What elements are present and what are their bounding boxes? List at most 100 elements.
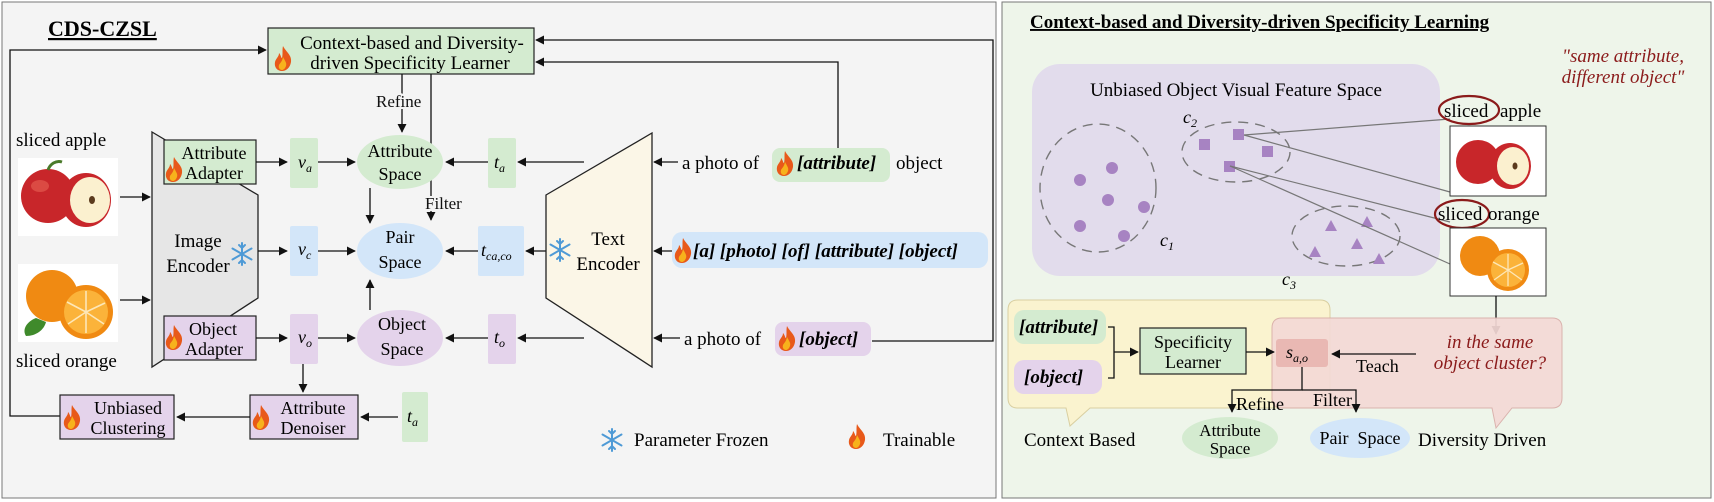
attr-prompt-suffix: object — [896, 153, 943, 174]
apple-image — [18, 158, 118, 236]
feature-to-box — [488, 314, 516, 364]
right-attribute-space — [1182, 417, 1278, 459]
object-space — [357, 310, 443, 366]
feature-va-box — [290, 138, 318, 188]
feature-vc-box — [290, 226, 318, 276]
full-prompt-box — [672, 232, 988, 268]
cluster-c1-points — [1074, 162, 1150, 242]
feature-ta: ta — [494, 152, 505, 175]
teach-label: Teach — [1356, 356, 1399, 376]
cluster-c3-points — [1309, 216, 1385, 264]
diversity-bubble — [1271, 317, 1563, 430]
label-c1: c1 — [1160, 230, 1174, 253]
image-encoder-label-2: Encoder — [166, 256, 230, 277]
orange-rest-word: orange — [1488, 204, 1540, 225]
score-box — [1276, 339, 1328, 367]
feature-ta-box — [488, 138, 516, 188]
feature-vo: vo — [298, 327, 312, 350]
clustering-to-learner-arrow — [9, 45, 267, 417]
filter-label: Filter — [425, 194, 462, 213]
quote-line-1: "same attribute, — [1562, 46, 1684, 67]
feature-space-title: Unbiased Object Visual Feature Space — [1090, 80, 1382, 101]
legend-frozen: Parameter Frozen — [634, 430, 769, 451]
attr-prompt-to-learner-arrow — [535, 57, 839, 150]
specificity-learner-box — [267, 27, 535, 75]
tag-object-box — [1014, 360, 1102, 394]
object-space-label-1: Object — [378, 314, 426, 334]
tag-bracket — [1108, 326, 1138, 379]
apple-circled-word: sliced — [1444, 101, 1489, 122]
object-adapter-label-1: Object — [189, 319, 237, 339]
context-based-label: Context Based — [1024, 430, 1136, 451]
attribute-denoiser-label-2: Denoiser — [281, 418, 346, 438]
attribute-adapter-label-2: Adapter — [185, 163, 243, 183]
refine-label: Refine — [376, 92, 421, 111]
attribute-space — [357, 135, 443, 189]
pair-space — [357, 223, 443, 279]
score: sa,o — [1286, 342, 1308, 365]
attribute-adapter-label-1: Attribute — [182, 143, 247, 163]
obj-prompt-token-box — [775, 322, 871, 356]
orange-circled-word: sliced — [1438, 204, 1483, 225]
right-attr-space-label-1: Attribute — [1199, 421, 1260, 440]
tag-attribute-box — [1014, 310, 1106, 344]
spec-learner-label-2: Learner — [1165, 352, 1221, 372]
text-encoder-label-2: Encoder — [576, 254, 640, 275]
specificity-learner-box-right — [1139, 327, 1247, 375]
quote-line-2: different object" — [1562, 67, 1686, 88]
question-line-1: in the same — [1447, 332, 1534, 353]
object-space-label-2: Space — [381, 339, 424, 359]
apple-circled-mark — [1437, 94, 1501, 126]
image-connectors — [1229, 118, 1451, 265]
label-c3: c3 — [1282, 269, 1296, 292]
attr-prompt-token-box — [772, 148, 890, 182]
feature-vc: vc — [298, 239, 312, 262]
full-prompt-text: [a] [photo] [of] [attribute] [object] — [693, 241, 958, 262]
learner-label-1: Context-based and Diversity- — [300, 33, 524, 54]
tag-attribute: [attribute] — [1019, 317, 1098, 338]
orange-image-small — [1460, 236, 1529, 291]
orange-label: sliced orange — [16, 351, 117, 372]
left-title: CDS-CZSL — [48, 16, 157, 41]
right-refine-label: Refine — [1236, 394, 1284, 414]
object-prompt-to-learner-arrow — [535, 35, 994, 342]
legend-trainable: Trainable — [883, 430, 955, 451]
obj-prompt-token: [object] — [799, 329, 858, 350]
cluster-c2 — [1181, 121, 1291, 183]
apple-rest-word: apple — [1500, 101, 1541, 122]
attr-prompt-prefix: a photo of — [682, 153, 760, 174]
right-pair-space — [1310, 418, 1410, 458]
spec-learner-label-1: Specificity — [1154, 332, 1232, 352]
attribute-space-label-2: Space — [379, 164, 422, 184]
attr-prompt-token: [attribute] — [797, 153, 876, 174]
question-line-2: object cluster? — [1434, 353, 1547, 374]
score-refine-arrow — [1227, 367, 1303, 413]
cluster-c1 — [1039, 123, 1157, 253]
feature-va: va — [298, 152, 312, 175]
feature-ta2: ta — [407, 406, 418, 429]
learner-label-2: driven Specificity Learner — [310, 53, 510, 74]
attribute-denoiser-label-1: Attribute — [281, 398, 346, 418]
unbiased-clustering-label-2: Clustering — [91, 418, 166, 438]
apple-label: sliced apple — [16, 130, 106, 151]
diversity-driven-label: Diversity Driven — [1418, 430, 1547, 451]
label-c2: c2 — [1183, 107, 1197, 130]
feature-tco-box — [478, 226, 524, 276]
right-attr-space-label-2: Space — [1210, 439, 1251, 458]
tag-object: [object] — [1024, 367, 1083, 388]
cluster-c2-points — [1199, 129, 1273, 172]
pair-space-label-2: Space — [379, 252, 422, 272]
right-pair-space-label: Pair Space — [1320, 428, 1401, 448]
attribute-space-label-1: Attribute — [368, 141, 433, 161]
unbiased-clustering-label-1: Unbiased — [94, 398, 162, 418]
feature-tco: tca,co — [481, 240, 512, 263]
orange-image — [18, 264, 118, 342]
cluster-c3 — [1291, 205, 1401, 267]
right-filter-label: Filter — [1313, 390, 1352, 410]
text-encoder — [545, 131, 653, 369]
feature-ta2-box — [402, 392, 428, 442]
obj-prompt-prefix: a photo of — [684, 329, 762, 350]
image-encoder-label-1: Image — [174, 231, 221, 252]
text-encoder-label-1: Text — [591, 229, 625, 250]
